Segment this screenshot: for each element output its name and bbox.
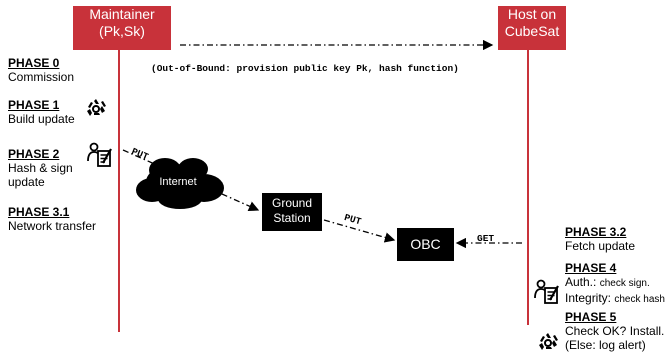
phase-4: PHASE 4 Auth.: check sign. Integrity: ch… — [565, 261, 665, 307]
phase-5: PHASE 5 Check OK? Install. (Else: log al… — [565, 310, 664, 352]
phase-1: PHASE 1 Build update — [8, 98, 75, 126]
auth-label: Auth.: — [565, 275, 597, 289]
phase-2-text-2: update — [8, 175, 45, 189]
phase-3-2: PHASE 3.2 Fetch update — [565, 225, 635, 253]
host-actor: Host on CubeSat — [498, 6, 566, 50]
auth-value: check sign. — [599, 278, 650, 289]
put-arrow-to-ground — [122, 149, 260, 212]
phase-5-text-2: (Else: log alert) — [565, 338, 646, 352]
sign-document-icon — [534, 279, 559, 304]
maintainer-name: Maintainer — [89, 6, 155, 22]
ground-station-line1: Ground — [271, 196, 313, 210]
phase-2-title: PHASE 2 — [8, 147, 60, 161]
phase-5-text-1: Check OK? Install. — [565, 324, 665, 338]
obc-node: OBC — [397, 228, 454, 261]
maintainer-actor: Maintainer (Pk,Sk) — [73, 6, 171, 50]
internet-cloud — [136, 158, 224, 209]
ground-station-line2: Station — [273, 211, 311, 225]
recycle-icon — [87, 99, 106, 116]
recycle-icon — [539, 333, 558, 350]
integrity-value: check hash — [614, 294, 665, 305]
get-label: GET — [477, 233, 495, 244]
phase-0-title: PHASE 0 — [8, 56, 60, 70]
phase-1-title: PHASE 1 — [8, 98, 60, 112]
ground-station-node: Ground Station — [262, 193, 322, 231]
phase-3-2-title: PHASE 3.2 — [565, 225, 627, 239]
maintainer-keys: (Pk,Sk) — [99, 23, 145, 39]
maintainer-lifeline — [118, 50, 120, 332]
phase-2-text-1: Hash & sign — [8, 161, 73, 175]
internet-label: Internet — [159, 176, 197, 188]
phase-3-2-text: Fetch update — [565, 239, 636, 253]
phase-1-text: Build update — [8, 112, 75, 126]
phase-0-text: Commission — [8, 70, 75, 84]
phase-5-title: PHASE 5 — [565, 310, 617, 324]
sign-document-icon — [87, 142, 112, 167]
phase-3-1-text: Network transfer — [8, 219, 97, 233]
host-lifeline — [527, 50, 529, 325]
phase-3-1-title: PHASE 3.1 — [8, 205, 70, 219]
phase-2: PHASE 2 Hash & sign update — [8, 147, 73, 189]
integrity-label: Integrity: — [565, 291, 612, 305]
phase-4-title: PHASE 4 — [565, 261, 617, 275]
host-name-line1: Host on — [507, 6, 557, 22]
phase-0: PHASE 0 Commission — [8, 56, 74, 84]
host-name-line2: CubeSat — [504, 23, 560, 39]
phase-3-1: PHASE 3.1 Network transfer — [8, 205, 96, 233]
put-arrow-to-obc — [323, 219, 396, 243]
oob-note: (Out-of-Bound: provision public key Pk, … — [151, 63, 459, 74]
